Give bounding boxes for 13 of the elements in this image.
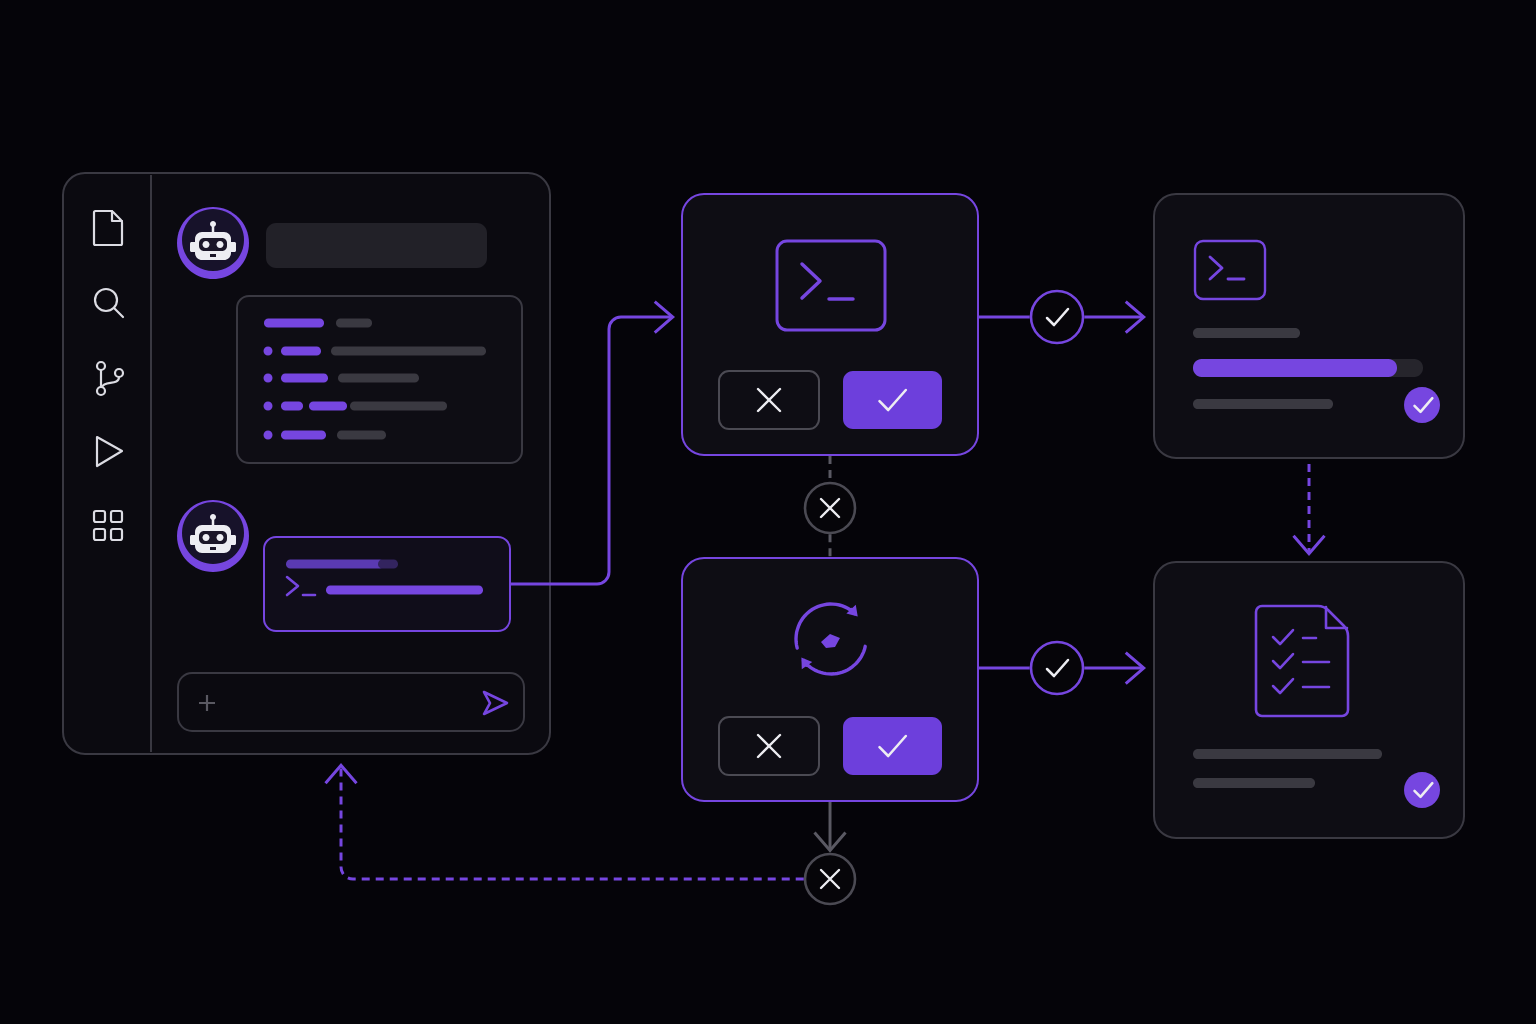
connector-line — [979, 666, 1030, 670]
arrow — [324, 763, 804, 881]
command-bubble — [263, 536, 511, 632]
checklist-card — [1153, 561, 1465, 839]
connector-line — [828, 534, 832, 557]
check-circle — [1029, 289, 1085, 345]
connector-line — [979, 315, 1030, 319]
cross-circle — [803, 852, 857, 906]
progress-card — [1153, 193, 1465, 459]
arrow — [511, 300, 676, 586]
check-circle — [1029, 640, 1085, 696]
arrow — [1292, 464, 1326, 557]
cross-circle — [803, 481, 857, 535]
